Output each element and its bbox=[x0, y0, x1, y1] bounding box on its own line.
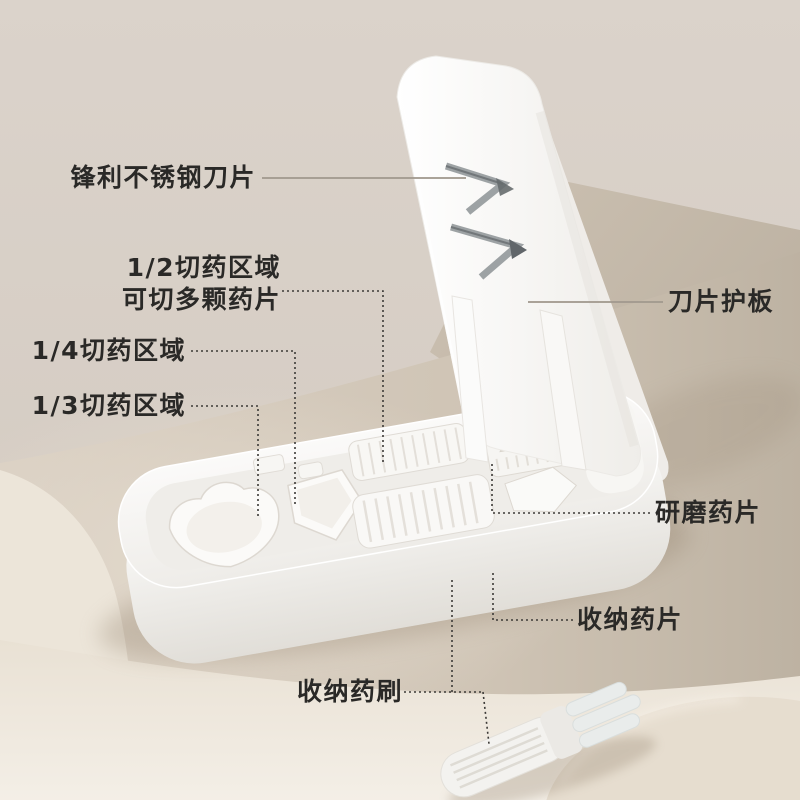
solid-leader-lines bbox=[262, 177, 663, 303]
steel-blades bbox=[444, 162, 527, 280]
leader-half bbox=[282, 290, 384, 464]
pocket-quarter-inner bbox=[296, 477, 352, 529]
half-cut-tray bbox=[352, 474, 495, 549]
label-blade-guard: 刀片护板 bbox=[668, 287, 775, 316]
brush-bristles bbox=[565, 681, 641, 748]
leader-grind bbox=[491, 462, 650, 514]
brush-shadow bbox=[448, 736, 656, 800]
pocket-right bbox=[504, 466, 578, 513]
label-store-pills: 收纳药片 bbox=[577, 605, 684, 634]
label-third-cut-area: 1/3切药区域 bbox=[31, 391, 186, 420]
ribbed-tray-top bbox=[348, 422, 470, 481]
label-quarter-cut-area: 1/4切药区域 bbox=[31, 336, 186, 365]
brush-handle-grooves bbox=[449, 727, 548, 789]
slot-tab-2 bbox=[297, 461, 324, 480]
lid-rail-right bbox=[539, 309, 587, 471]
pill-brush bbox=[440, 681, 641, 798]
product-lid bbox=[396, 55, 641, 477]
leader-third bbox=[191, 405, 259, 518]
lid-rail-left bbox=[451, 295, 489, 463]
label-half-cut-line1: 1/2切药区域 bbox=[126, 253, 281, 282]
lid-edge-highlight bbox=[398, 95, 466, 415]
label-grind-pills: 研磨药片 bbox=[655, 498, 762, 527]
slot-tab-1 bbox=[252, 454, 286, 475]
pocket-left-inner bbox=[186, 501, 262, 553]
brush-collar bbox=[540, 706, 583, 759]
lid-edge-shade bbox=[535, 110, 639, 448]
label-store-brush: 收纳药刷 bbox=[297, 677, 404, 706]
leader-store-brush bbox=[404, 579, 490, 745]
dotted-leader-lines bbox=[191, 290, 650, 745]
foreground-curve bbox=[546, 696, 800, 800]
label-steel-blade: 锋利不锈钢刀片 bbox=[70, 163, 256, 192]
label-half-cut-line2: 可切多颗药片 bbox=[121, 285, 281, 314]
label-half-cut-area: 1/2切药区域 可切多颗药片 bbox=[122, 252, 281, 316]
leader-store-pills bbox=[492, 572, 573, 621]
